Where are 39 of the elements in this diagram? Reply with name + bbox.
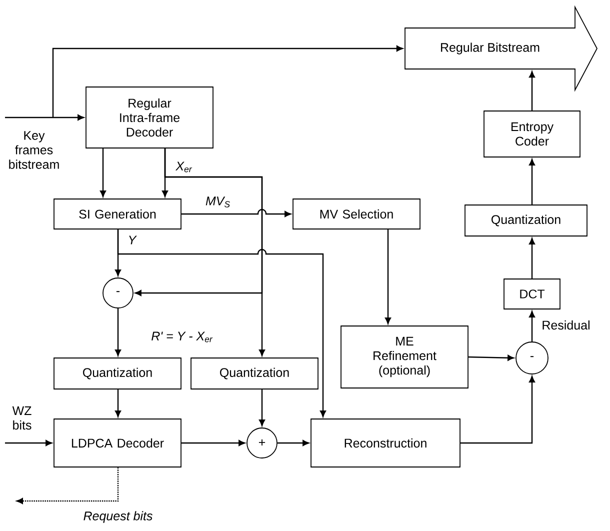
arrow — [16, 467, 119, 504]
arrow — [529, 71, 535, 111]
decoder-box: LDPCA Decoder — [54, 418, 182, 468]
process-box: SI Generation — [54, 198, 182, 230]
process-box: Quantization — [190, 358, 318, 390]
arrow — [100, 148, 106, 197]
arrow — [468, 354, 514, 361]
arrow — [277, 440, 310, 446]
arrow — [181, 440, 245, 446]
arrow — [529, 311, 535, 342]
edge-label: WZ bits — [9, 405, 35, 431]
arrow — [529, 238, 535, 279]
edge-label: Residual — [540, 319, 592, 331]
arrow — [385, 229, 391, 324]
process-box: Entropy Coder — [484, 110, 580, 158]
process-box: Quantization — [54, 358, 182, 390]
edge-label: Request bits — [82, 510, 154, 524]
arrow — [5, 114, 84, 120]
process-box: ME Refinement (optional) — [340, 326, 468, 388]
decoder-box: Regular Intra-frame Decoder — [86, 86, 214, 148]
edge-label: Key frames bitstream — [5, 130, 63, 170]
process-box: MV Selection — [292, 198, 420, 230]
process-box: Reconstruction — [310, 418, 460, 468]
arrow — [115, 389, 121, 418]
edge-label: R' = Y - X$_{er}$ — [150, 330, 214, 344]
process-box: Quantization — [464, 204, 588, 236]
arrow — [135, 148, 263, 296]
edge-label: MV$_{S}$ — [204, 196, 232, 208]
arrow — [115, 308, 121, 356]
arrow — [52, 46, 403, 118]
arrow — [117, 229, 326, 418]
edge-label: Y — [126, 234, 138, 246]
arrow — [529, 159, 535, 205]
arrow — [460, 376, 535, 444]
edge-label: X$_{er}$ — [174, 160, 194, 174]
arrow — [181, 208, 292, 217]
arrow — [5, 440, 52, 446]
arrow — [259, 389, 265, 426]
process-box: DCT — [504, 278, 560, 310]
